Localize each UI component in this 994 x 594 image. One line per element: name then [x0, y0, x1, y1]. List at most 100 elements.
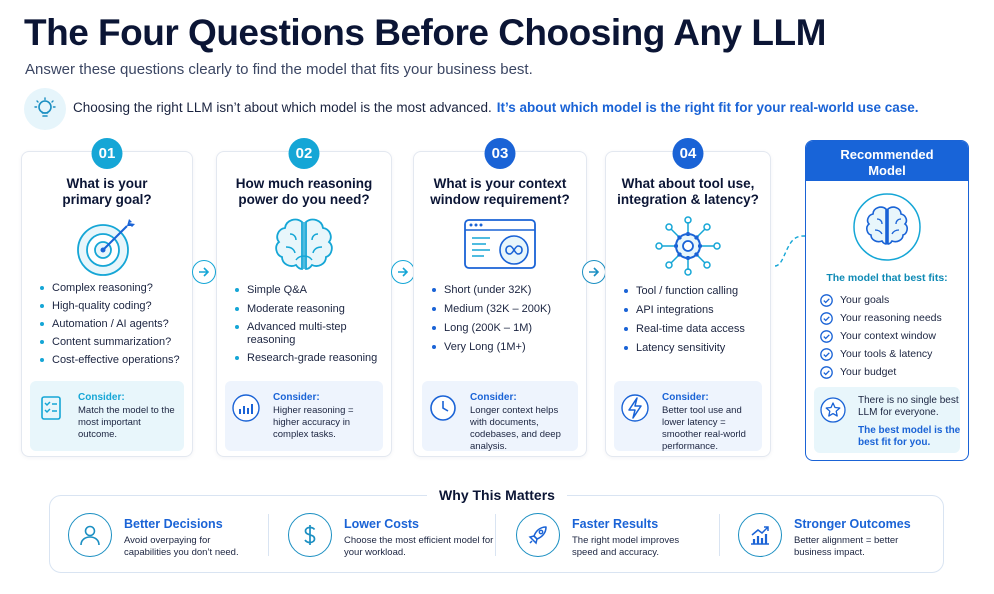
list-item: Advanced multi-step reasoning: [235, 321, 353, 352]
bullet-list: Complex reasoning? High-quality coding? …: [40, 282, 184, 372]
benefit-text: Choose the most efficient model for your…: [344, 535, 494, 558]
list-item: Simple Q&A: [235, 284, 383, 303]
why-this-matters-panel: Better Decisions Avoid overpaying for ca…: [49, 495, 944, 573]
brain-icon: [853, 193, 921, 261]
benefit-text: The right model improves speed and accur…: [572, 535, 680, 558]
question-line: window requirement?: [430, 192, 570, 207]
bullet-list: Simple Q&A Moderate reasoning Advanced m…: [235, 284, 383, 370]
list-item: Automation / AI agents?: [40, 318, 184, 336]
section-title: Why This Matters: [0, 487, 994, 503]
consider-title: Consider:: [662, 392, 709, 403]
recommended-subheading: The model that best fits:: [826, 272, 948, 284]
list-item: Your tools & latency: [820, 345, 942, 363]
check-circle-icon: [820, 347, 833, 361]
check-label: Your context window: [840, 330, 936, 342]
consider-box: Consider: Better tool use and lower late…: [614, 381, 762, 452]
benefit-item: Stronger Outcomes Better alignment = bet…: [738, 496, 938, 574]
consider-box: Consider: Longer context helps with docu…: [422, 381, 578, 452]
next-arrow-icon: [192, 260, 216, 284]
next-arrow-icon: [391, 260, 415, 284]
growth-chart-icon: [738, 513, 782, 557]
page-subtitle: Answer these questions clearly to find t…: [25, 61, 533, 78]
tip-text: Choosing the right LLM isn’t about which…: [73, 100, 919, 115]
list-item: API integrations: [624, 304, 762, 323]
question-line: power do you need?: [238, 192, 370, 207]
recommended-heading: Recommended Model: [806, 141, 968, 181]
benefit-item: Better Decisions Avoid overpaying for ca…: [68, 496, 268, 574]
step-badge: 04: [672, 138, 704, 169]
check-circle-icon: [820, 311, 833, 325]
recommended-model-panel: Recommended Model The model that best fi…: [805, 140, 969, 461]
target-icon: [77, 219, 135, 276]
step-badge: 03: [484, 138, 516, 169]
bar-chart-icon: [232, 394, 260, 422]
list-item: Tool / function calling: [624, 285, 762, 304]
benefit-title: Lower Costs: [344, 517, 420, 531]
note-text: There is no single best LLM for everyone…: [858, 395, 959, 418]
list-item: Your reasoning needs: [820, 309, 942, 327]
card-question: What is your primary goal?: [22, 176, 192, 208]
consider-text: Higher reasoning = higher accuracy in co…: [273, 405, 354, 440]
tip-statement: Choosing the right LLM isn’t about which…: [73, 100, 492, 115]
question-card-3: 03 What is your context window requireme…: [413, 138, 587, 457]
dollar-icon: [288, 513, 332, 557]
divider: [719, 514, 720, 556]
question-line: What is your context: [433, 176, 567, 191]
question-line: What is your: [66, 176, 148, 191]
list-item: Your goals: [820, 291, 942, 309]
next-arrow-icon: [582, 260, 606, 284]
benefit-text: Avoid overpaying for capabilities you do…: [124, 535, 239, 558]
person-icon: [68, 513, 112, 557]
list-item: Long (200K – 1M): [432, 322, 578, 341]
check-circle-icon: [820, 365, 833, 379]
check-label: Your budget: [840, 366, 897, 378]
list-item: Short (under 32K): [432, 284, 578, 303]
list-item: Real-time data access: [624, 323, 762, 342]
check-circle-icon: [820, 329, 833, 343]
note-highlight: The best model is the best fit for you.: [858, 425, 961, 448]
list-item: Very Long (1M+): [432, 341, 578, 360]
list-item: High-quality coding?: [40, 300, 184, 318]
list-item: Your budget: [820, 363, 942, 381]
benefit-item: Faster Results The right model improves …: [516, 496, 716, 574]
infinite-window-icon: [464, 219, 536, 269]
lightning-icon: [621, 394, 649, 422]
check-circle-icon: [820, 293, 833, 307]
list-item: Medium (32K – 200K): [432, 303, 578, 322]
bullet-list: Short (under 32K) Medium (32K – 200K) Lo…: [432, 284, 578, 360]
list-item: Your context window: [820, 327, 942, 345]
consider-box: Consider: Higher reasoning = higher accu…: [225, 381, 383, 451]
gear-network-icon: [655, 216, 721, 276]
consider-title: Consider:: [273, 392, 320, 403]
brain-icon: [275, 218, 333, 270]
benefit-title: Faster Results: [572, 517, 659, 531]
check-label: Your goals: [840, 294, 890, 306]
list-item: Moderate reasoning: [235, 303, 383, 321]
divider: [495, 514, 496, 556]
question-line: primary goal?: [62, 192, 152, 207]
list-item: Cost-effective operations?: [40, 354, 184, 372]
list-item: Research-grade reasoning: [235, 352, 383, 370]
step-badge: 02: [288, 138, 320, 169]
check-label: Your reasoning needs: [840, 312, 942, 324]
question-line: integration & latency?: [617, 192, 759, 207]
bullet-list: Tool / function calling API integrations…: [624, 285, 762, 361]
step-badge: 01: [91, 138, 123, 169]
tip-highlight: It’s about which model is the right fit …: [496, 100, 919, 115]
check-label: Your tools & latency: [840, 348, 933, 360]
list-item: Content summarization?: [40, 336, 184, 354]
benefit-title: Stronger Outcomes: [794, 517, 911, 531]
question-line: How much reasoning: [235, 176, 373, 191]
list-item: Latency sensitivity: [624, 342, 762, 361]
question-card-4: 04 What about tool use, integration & la…: [605, 138, 771, 457]
benefit-item: Lower Costs Choose the most efficient mo…: [288, 496, 498, 574]
benefit-title: Better Decisions: [124, 517, 223, 531]
question-card-2: 02 How much reasoning power do you need?…: [216, 138, 392, 457]
card-question: What is your context window requirement?: [414, 176, 586, 208]
question-line: What about tool use,: [621, 176, 755, 191]
benefit-text: Better alignment = better business impac…: [794, 535, 899, 558]
connector-line: [774, 235, 806, 267]
divider: [268, 514, 269, 556]
checklist: Your goals Your reasoning needs Your con…: [820, 291, 942, 381]
lightbulb-icon: [24, 88, 66, 130]
